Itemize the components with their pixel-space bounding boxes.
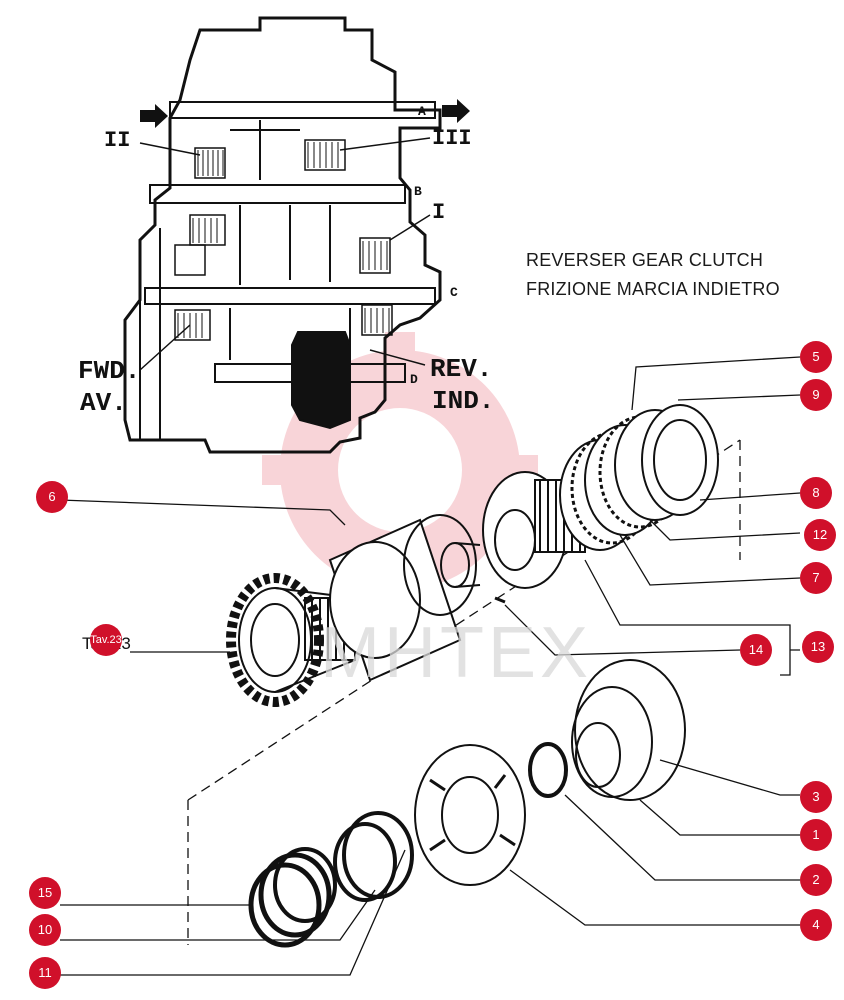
callout-8[interactable]: 8	[800, 477, 832, 509]
clutch-plates-part	[559, 404, 719, 551]
watermark-text: MHTEX	[320, 613, 592, 693]
snap-ring-part	[528, 742, 568, 798]
label-shaft-b: B	[414, 184, 422, 199]
label-ind: IND.	[432, 386, 495, 416]
callout-2[interactable]: 2	[800, 864, 832, 896]
table-reference-badge[interactable]: Tav.23	[90, 624, 122, 656]
callout-11[interactable]: 11	[29, 957, 61, 989]
callout-14[interactable]: 14	[740, 634, 772, 666]
clutch-drum-part	[328, 514, 481, 682]
label-av: AV.	[80, 388, 127, 418]
label-clutch-iii: III	[432, 126, 472, 151]
spring-seat-part	[333, 811, 414, 902]
label-shaft-c: C	[450, 285, 458, 300]
label-shaft-d: D	[410, 372, 418, 387]
diagram-title-it: FRIZIONE MARCIA INDIETRO	[526, 279, 780, 299]
cross-section-drawing	[123, 16, 470, 454]
label-rev: REV.	[430, 354, 493, 384]
label-shaft-a: A	[418, 104, 426, 119]
label-clutch-ii: II	[104, 128, 131, 153]
callout-5[interactable]: 5	[800, 341, 832, 373]
callout-4[interactable]: 4	[800, 909, 832, 941]
callout-13[interactable]: 13	[802, 631, 834, 663]
callout-6[interactable]: 6	[36, 481, 68, 513]
callout-9[interactable]: 9	[800, 379, 832, 411]
callout-15[interactable]: 15	[29, 877, 61, 909]
callout-3[interactable]: 3	[800, 781, 832, 813]
callout-1[interactable]: 1	[800, 819, 832, 851]
piston-part	[571, 659, 686, 801]
diagram-title-en: REVERSER GEAR CLUTCH	[526, 250, 764, 270]
exploded-parts	[59, 356, 801, 976]
label-fwd: FWD.	[78, 356, 141, 386]
label-clutch-i: I	[432, 200, 446, 225]
callout-12[interactable]: 12	[804, 519, 836, 551]
spring-retainer-part	[414, 744, 526, 886]
callout-7[interactable]: 7	[800, 562, 832, 594]
return-spring-part	[248, 847, 337, 948]
callout-10[interactable]: 10	[29, 914, 61, 946]
